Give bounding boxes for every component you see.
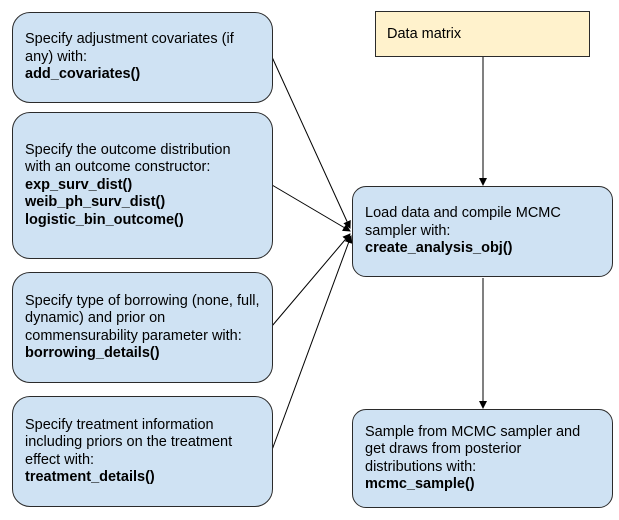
sample-function: mcmc_sample() <box>365 476 475 492</box>
arrow-borrowing-to-load <box>271 233 351 327</box>
data-matrix-box: Data matrix <box>375 11 590 57</box>
arrow-treatment-to-load <box>271 235 353 451</box>
covariates-box: Specify adjustment covariates (if any) w… <box>12 12 273 103</box>
outcome-function-2: weib_ph_surv_dist() <box>25 194 166 211</box>
treatment-function: treatment_details() <box>25 469 155 485</box>
outcome-function-3: logistic_bin_outcome() <box>25 211 184 228</box>
sample-text: Sample from MCMC sampler and get draws f… <box>365 423 581 475</box>
outcome-box: Specify the outcome distribution with an… <box>12 112 273 259</box>
covariates-function: add_covariates() <box>25 66 141 83</box>
load-box: Load data and compile MCMC sampler with:… <box>352 186 613 277</box>
borrowing-text: Specify type of borrowing (none, full, d… <box>25 292 260 344</box>
load-text: Load data and compile MCMC sampler with: <box>365 205 561 239</box>
treatment-text: Specify treatment information including … <box>25 416 233 468</box>
outcome-function-1: exp_surv_dist() <box>25 176 133 193</box>
sample-box: Sample from MCMC sampler and get draws f… <box>352 409 613 508</box>
arrow-covariates-to-load <box>271 56 351 229</box>
borrowing-box: Specify type of borrowing (none, full, d… <box>12 272 273 383</box>
outcome-text: Specify the outcome distribution with an… <box>25 141 231 176</box>
covariates-text: Specify adjustment covariates (if any) w… <box>25 31 234 65</box>
borrowing-function: borrowing_details() <box>25 345 160 361</box>
data-matrix-label: Data matrix <box>387 26 462 42</box>
arrow-outcome-to-load <box>271 184 351 232</box>
load-function: create_analysis_obj() <box>365 240 513 257</box>
treatment-box: Specify treatment information including … <box>12 396 273 507</box>
